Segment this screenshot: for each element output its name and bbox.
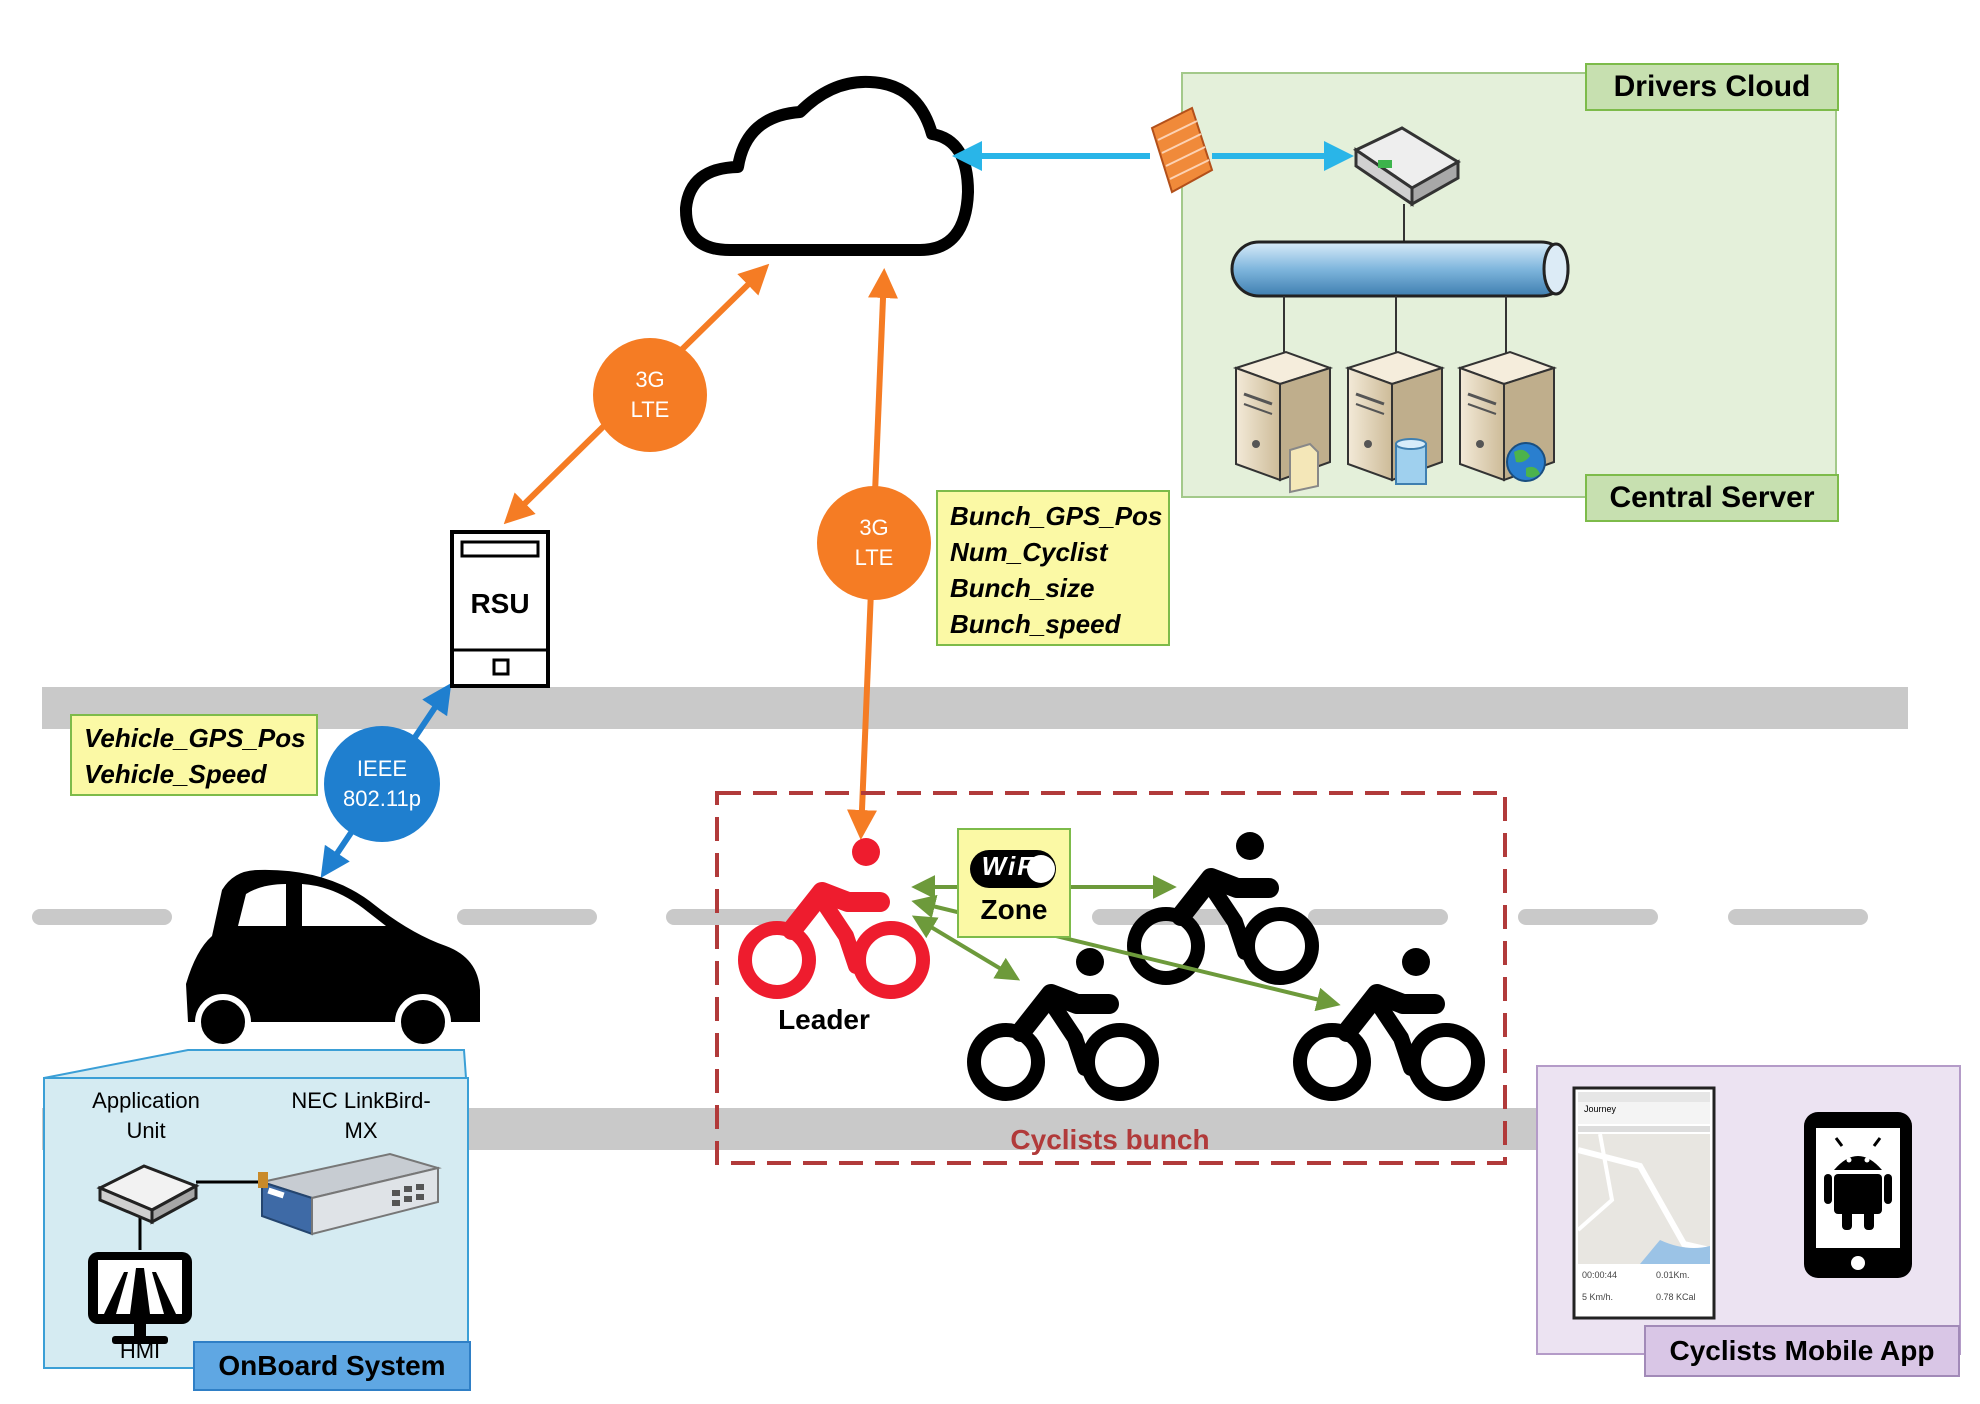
vehicle-info-line-2: Vehicle_Speed [84, 759, 267, 789]
rsu-label: RSU [470, 588, 530, 619]
ieee-bubble: IEEE 802.11p [324, 726, 440, 842]
car-icon [186, 869, 480, 1050]
wifi-zone-label: Zone [980, 894, 1048, 925]
onboard-system-label-box [193, 1341, 471, 1391]
server-connectors [1283, 296, 1507, 354]
drivers-cloud-label-box [1585, 63, 1839, 111]
ieee-bubble-line2: 802.11p [343, 786, 421, 811]
ieee-bubble-line1: IEEE [356, 756, 408, 781]
lte-bubble-rsu: 3G LTE [593, 338, 707, 452]
router-icon [1352, 126, 1461, 207]
cyclists-bunch-border [715, 791, 1507, 1165]
bunch-info-line-3: Bunch_size [950, 573, 1095, 603]
bunch-info-line-1: Bunch_GPS_Pos [950, 501, 1163, 531]
app-screen-title: Journey [1584, 1104, 1617, 1114]
nec-linkbird-device [258, 1152, 442, 1236]
onboard-callout [43, 1049, 468, 1079]
web-server-icon [1456, 350, 1558, 482]
cloud-icon [679, 75, 974, 256]
firewall-icon [1150, 106, 1214, 194]
mobile-app-label-box [1644, 1325, 1960, 1377]
bunch-info-line-2: Num_Cyclist [950, 537, 1108, 567]
hmi-display-icon [88, 1252, 192, 1344]
lte-bubble-leader-line1: 3G [859, 515, 889, 540]
cyclist-icon-1 [1127, 832, 1319, 985]
database-server-icon [1344, 350, 1446, 485]
bunch-info-line-4: Bunch_speed [950, 609, 1121, 639]
central-server-label-box [1585, 474, 1839, 522]
wifi-logo-text: WiFi [981, 851, 1045, 881]
hmi-label: HMI [119, 1338, 161, 1363]
android-phone-icon [1804, 1112, 1912, 1278]
app-stat-speed: 5 Km/h. [1582, 1292, 1614, 1302]
vehicle-info-note: Vehicle_GPS_Pos Vehicle_Speed [70, 714, 318, 796]
application-unit-icon [96, 1164, 200, 1225]
lte-bubble-rsu-line1: 3G [635, 367, 665, 392]
mobile-app-title: Cyclists Mobile App [1669, 1335, 1935, 1366]
drivers-cloud-label: Drivers Cloud [1613, 70, 1811, 103]
lte-bubble-leader-line2: LTE [854, 545, 894, 570]
lte-bubble-rsu-line2: LTE [630, 397, 670, 422]
road-top-edge [42, 687, 1908, 729]
onboard-system-title: OnBoard System [218, 1350, 446, 1381]
leader-label: Leader [778, 1004, 870, 1035]
nec-linkbird-label: NEC LinkBird-MX [291, 1088, 431, 1143]
lte-bubble-leader: 3G LTE [817, 486, 931, 600]
cyclists-bunch-label: Cyclists bunch [1010, 1124, 1210, 1155]
cyclist-icon-3 [1293, 948, 1485, 1101]
app-stat-time: 00:00:44 [1582, 1270, 1618, 1280]
application-unit-label: Application Unit [92, 1088, 200, 1143]
bunch-info-note: Bunch_GPS_Pos Num_Cyclist Bunch_size Bun… [936, 490, 1170, 646]
rsu-device [450, 530, 550, 688]
app-screenshot [1572, 1086, 1716, 1320]
app-stat-calories: 0.78 KCal [1656, 1292, 1696, 1302]
network-bus [1230, 240, 1570, 298]
vehicle-info-line-1: Vehicle_GPS_Pos [84, 723, 306, 753]
app-stat-distance: 0.01Km. [1656, 1270, 1690, 1280]
wifi-logo-dot [1027, 855, 1055, 883]
central-server-label: Central Server [1609, 481, 1815, 514]
file-server-icon [1232, 350, 1334, 494]
